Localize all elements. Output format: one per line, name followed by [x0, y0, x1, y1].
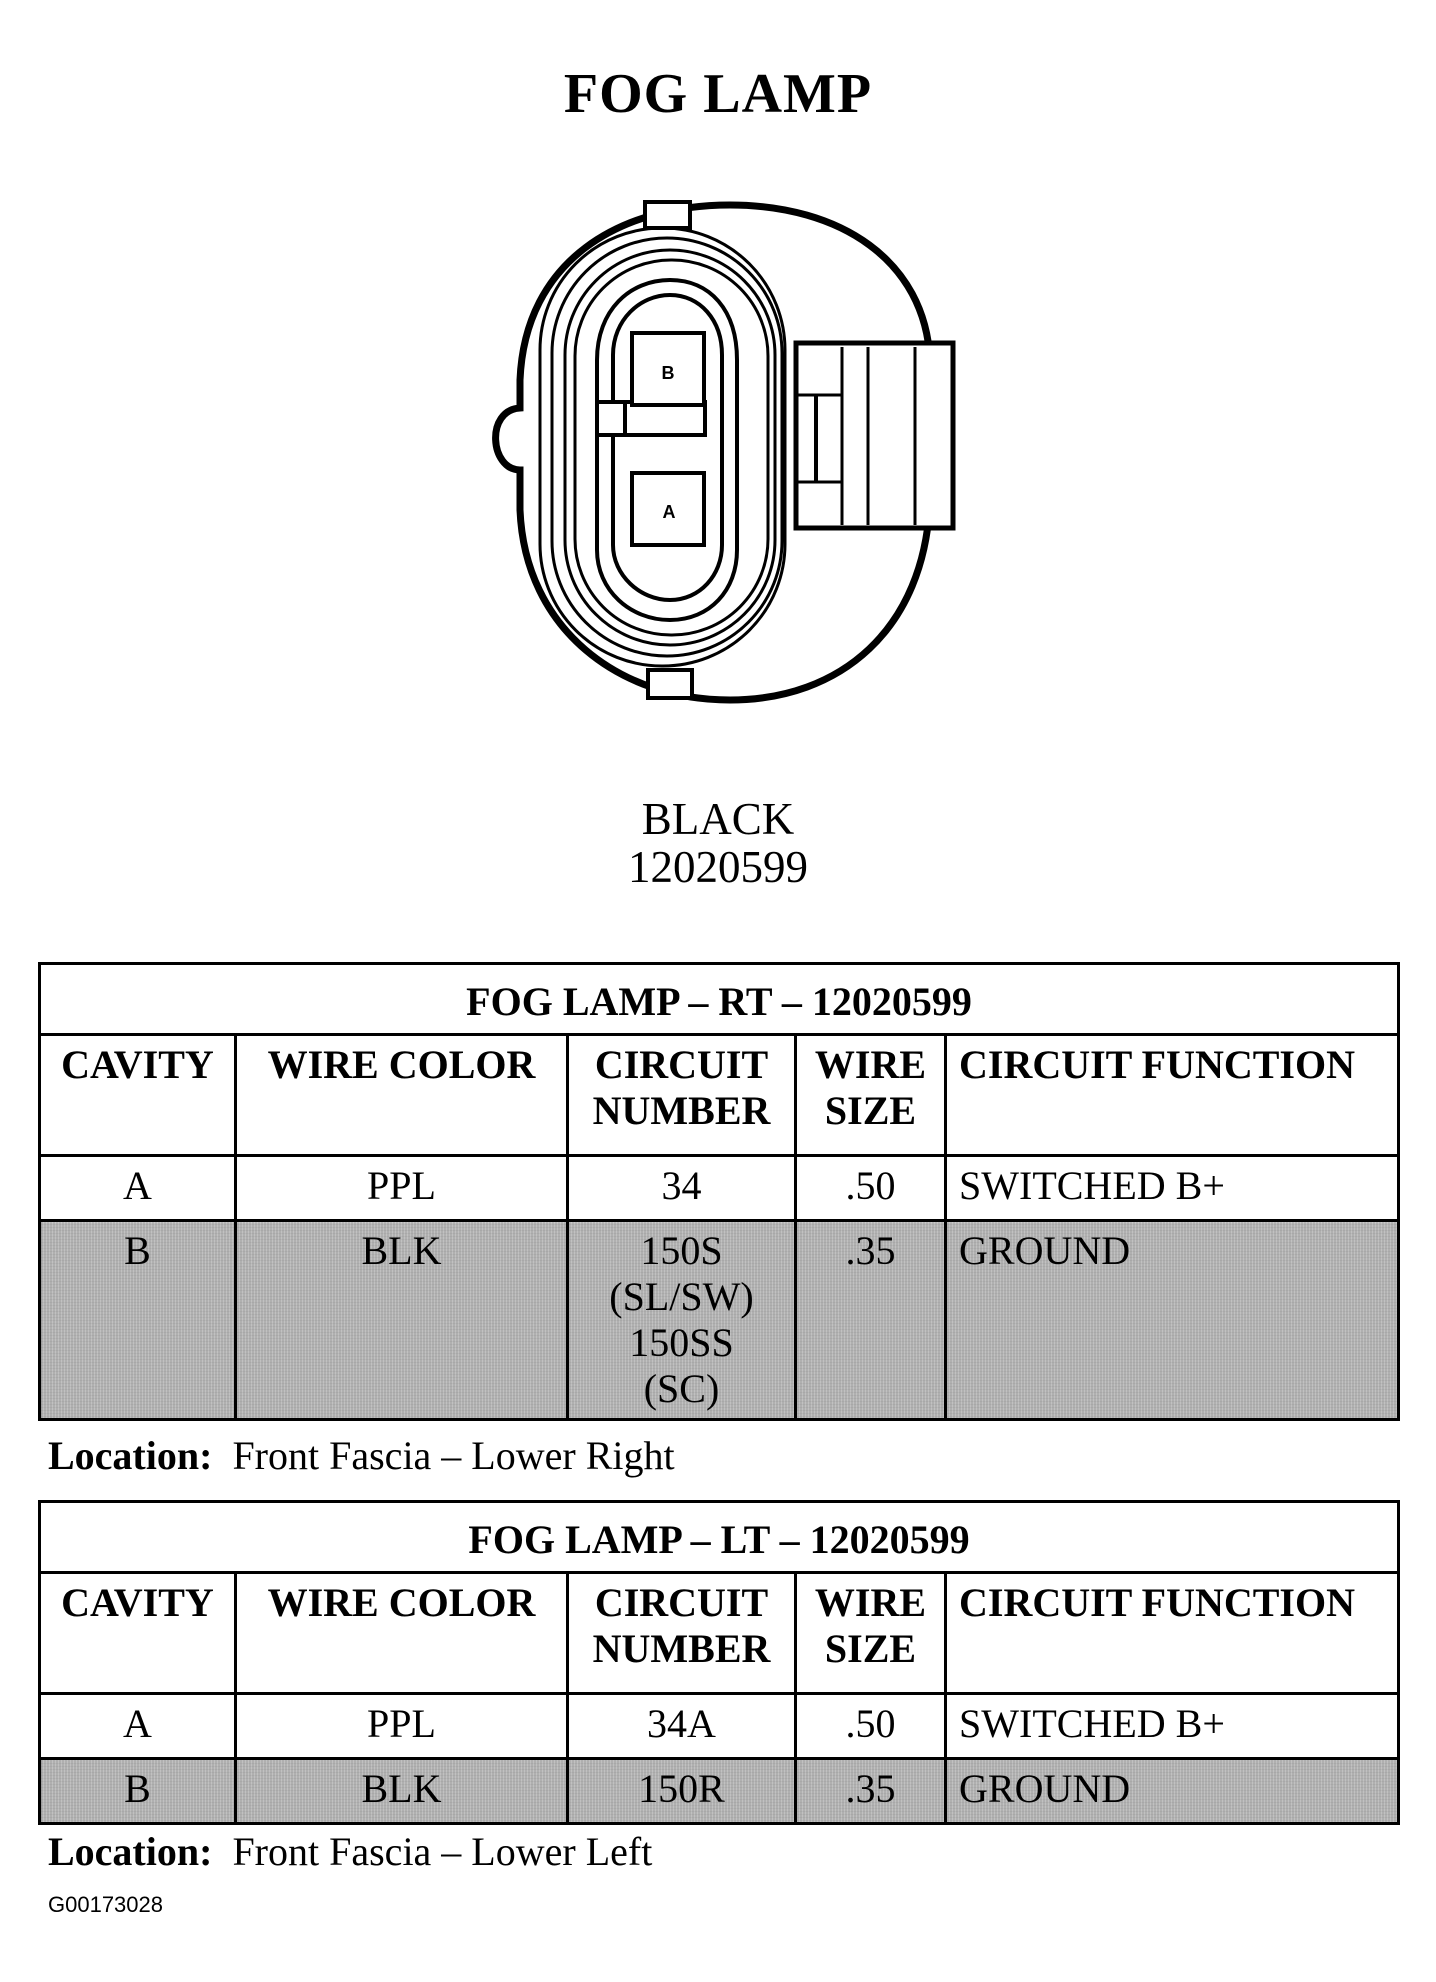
- bottom-latch-tab: [646, 668, 694, 700]
- cavity-b-label: B: [662, 363, 675, 383]
- cell-cavity: A: [38, 1692, 237, 1760]
- terminal-well-inner: [611, 292, 724, 603]
- cavity-a-box: [630, 471, 706, 547]
- cavity-a-label: A: [663, 502, 676, 522]
- cavity-b-box: [630, 331, 706, 407]
- page-title: FOG LAMP: [563, 63, 873, 125]
- cell-wire-size: .50: [794, 1692, 947, 1760]
- cell-circuit-number: 34A: [566, 1692, 797, 1760]
- seal-ring-2: [550, 236, 784, 658]
- cell-cavity: B: [38, 1219, 237, 1421]
- header-circuit-function: CIRCUIT FUNCTION: [944, 1033, 1400, 1157]
- connector-part-number: 12020599: [628, 842, 808, 892]
- cell-circuit-number: 150S (SL/SW) 150SS (SC): [566, 1219, 797, 1421]
- location-rt: Location: Front Fascia – Lower Right: [48, 1433, 675, 1478]
- header-cavity: CAVITY: [38, 1033, 237, 1157]
- center-key: [595, 400, 707, 437]
- side-lock-body: [793, 340, 956, 531]
- header-cavity: CAVITY: [38, 1571, 237, 1695]
- seal-ring-3: [563, 248, 777, 647]
- header-wire-color: WIRE COLOR: [234, 1033, 569, 1157]
- cell-circuit-function: GROUND: [944, 1757, 1400, 1825]
- cell-circuit-function: GROUND: [944, 1219, 1400, 1421]
- cell-cavity: A: [38, 1154, 237, 1222]
- cell-wire-size: .35: [794, 1219, 947, 1421]
- pinout-table-rt: FOG LAMP – RT – 12020599 CAVITY WIRE COL…: [38, 962, 1400, 1421]
- seal-ring-1: [538, 226, 787, 668]
- cell-wire-color: BLK: [234, 1757, 569, 1825]
- header-wire-color: WIRE COLOR: [234, 1571, 569, 1695]
- cell-circuit-number: 34: [566, 1154, 797, 1222]
- table-caption: FOG LAMP – RT – 12020599: [38, 962, 1400, 1036]
- table-row: B BLK 150S (SL/SW) 150SS (SC) .35 GROUND: [38, 1219, 1400, 1421]
- figure-id: G00173028: [48, 1892, 163, 1917]
- cell-wire-color: BLK: [234, 1219, 569, 1421]
- cell-wire-color: PPL: [234, 1692, 569, 1760]
- pinout-table-lt: FOG LAMP – LT – 12020599 CAVITY WIRE COL…: [38, 1500, 1400, 1825]
- cell-wire-size: .50: [794, 1154, 947, 1222]
- cell-wire-size: .35: [794, 1757, 947, 1825]
- table-row: A PPL 34 .50 SWITCHED B+: [38, 1154, 1400, 1222]
- connector-color: BLACK: [641, 794, 795, 844]
- terminal-well-outer: [595, 277, 739, 623]
- table-caption: FOG LAMP – LT – 12020599: [38, 1500, 1400, 1574]
- cell-circuit-function: SWITCHED B+: [944, 1154, 1400, 1222]
- table-row: B BLK 150R .35 GROUND: [38, 1757, 1400, 1825]
- seal-ring-4: [573, 258, 770, 637]
- cell-wire-color: PPL: [234, 1154, 569, 1222]
- cell-circuit-number: 150R: [566, 1757, 797, 1825]
- location-lt: Location: Front Fascia – Lower Left: [48, 1829, 653, 1874]
- top-latch-tab: [643, 200, 692, 230]
- connector-face-diagram: B A: [492, 200, 956, 704]
- header-circuit-function: CIRCUIT FUNCTION: [944, 1571, 1400, 1695]
- cell-cavity: B: [38, 1757, 237, 1825]
- cell-circuit-function: SWITCHED B+: [944, 1692, 1400, 1760]
- table-row: A PPL 34A .50 SWITCHED B+: [38, 1692, 1400, 1760]
